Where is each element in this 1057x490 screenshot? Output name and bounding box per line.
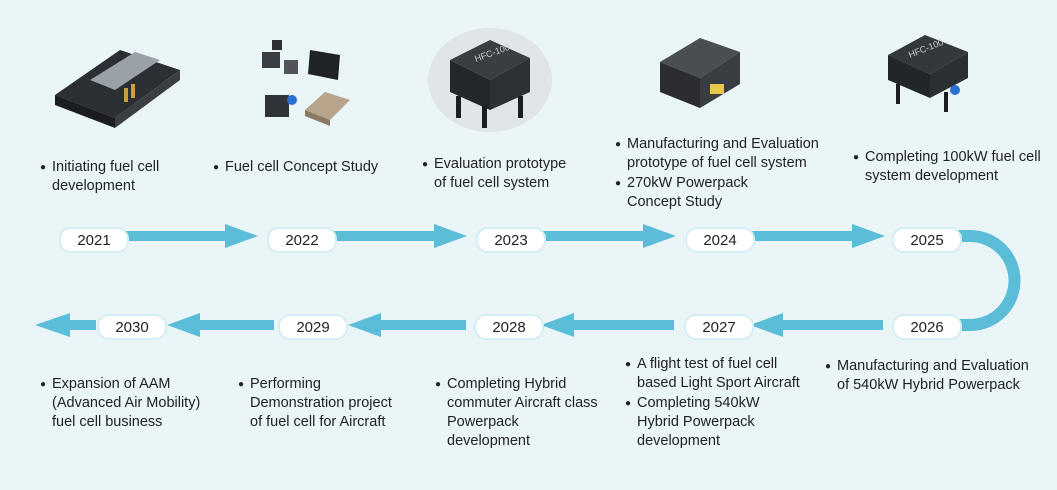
milestone-item: ● A flight test of fuel cell based Light … <box>625 355 800 393</box>
milestone-item: ● Manufacturing and Evaluation of 540kW H… <box>825 357 1029 395</box>
milestone-text: A flight test of fuel cell based Light S… <box>637 356 800 391</box>
milestone-item: ● 270kW Powerpack Concept Study <box>615 174 819 212</box>
milestone-2025: ● Completing 100kW fuel cell system devel… <box>853 148 1041 187</box>
milestone-2028: ● Completing Hybrid commuter Aircraft cla… <box>435 375 598 452</box>
milestone-item: ● Completing 100kW fuel cell system devel… <box>853 148 1041 186</box>
arrow-2028-2029 <box>348 313 466 337</box>
evaluation-prototype-image: HFC-100 <box>428 28 552 132</box>
bullet-icon: ● <box>615 139 622 150</box>
arrow-2026-2027 <box>750 313 883 337</box>
milestone-2024: ● Manufacturing and Evaluation prototype … <box>615 135 819 213</box>
fuel-cell-system-box-image <box>660 38 740 108</box>
year-pill-2021: 2021 <box>59 227 129 253</box>
milestone-text: Evaluation prototype of fuel cell system <box>434 156 567 191</box>
milestone-text: Completing Hybrid commuter Aircraft clas… <box>447 376 598 449</box>
milestone-text: Manufacturing and Evaluation of 540kW Hy… <box>837 358 1029 393</box>
milestone-item: ● Performing Demonstration project of fue… <box>238 375 392 432</box>
year-pill-2026: 2026 <box>892 314 962 340</box>
milestone-item: ● Evaluation prototype of fuel cell syste… <box>422 155 566 193</box>
bullet-icon: ● <box>238 379 245 390</box>
milestone-item: ● Completing Hybrid commuter Aircraft cla… <box>435 375 598 451</box>
milestone-2029: ● Performing Demonstration project of fue… <box>238 375 392 433</box>
year-pill-2027: 2027 <box>684 314 754 340</box>
bullet-icon: ● <box>615 178 622 189</box>
milestone-2021: ● Initiating fuel cell development <box>40 158 159 197</box>
milestone-item: ● Fuel cell Concept Study <box>213 158 378 177</box>
milestone-item: ● Manufacturing and Evaluation prototype … <box>615 135 819 173</box>
arrow-2030-end <box>35 313 96 337</box>
milestone-text: Expansion of AAM (Advanced Air Mobility)… <box>52 376 201 430</box>
arrow-2027-2028 <box>541 313 674 337</box>
milestone-text: Fuel cell Concept Study <box>225 159 379 175</box>
turn-arrow-2025-2026 <box>955 230 1021 331</box>
milestone-item: ● Initiating fuel cell development <box>40 158 159 196</box>
milestone-text: Initiating fuel cell development <box>52 159 160 194</box>
milestone-2022: ● Fuel cell Concept Study <box>213 158 378 178</box>
milestone-text: Completing 100kW fuel cell system develo… <box>865 149 1041 184</box>
arrow-2029-2030 <box>167 313 274 337</box>
bullet-icon: ● <box>853 152 860 163</box>
bullet-icon: ● <box>625 359 632 370</box>
bullet-icon: ● <box>213 162 220 173</box>
milestone-text: Manufacturing and Evaluation prototype o… <box>627 136 819 171</box>
fuel-cell-module-image <box>55 50 180 128</box>
milestone-2027: ● A flight test of fuel cell based Light … <box>625 355 800 452</box>
year-pill-2028: 2028 <box>474 314 544 340</box>
bullet-icon: ● <box>825 361 832 372</box>
arrow-2023-2024 <box>543 224 676 248</box>
year-pill-2025: 2025 <box>892 227 962 253</box>
year-pill-2029: 2029 <box>278 314 348 340</box>
bullet-icon: ● <box>625 398 632 409</box>
arrow-2022-2023 <box>334 224 467 248</box>
milestone-text: Performing Demonstration project of fuel… <box>250 376 392 430</box>
bullet-icon: ● <box>40 379 47 390</box>
bullet-icon: ● <box>422 159 429 170</box>
milestone-2030: ● Expansion of AAM (Advanced Air Mobility… <box>40 375 200 433</box>
arrow-2021-2022 <box>125 224 258 248</box>
bullet-icon: ● <box>435 379 442 390</box>
year-pill-2024: 2024 <box>685 227 755 253</box>
milestone-text: Completing 540kW Hybrid Powerpack develo… <box>637 395 760 449</box>
milestone-item: ● Completing 540kW Hybrid Powerpack devel… <box>625 394 800 451</box>
year-pill-2023: 2023 <box>476 227 546 253</box>
year-pill-2022: 2022 <box>267 227 337 253</box>
system-100kw-image: HFC-100 <box>888 35 968 112</box>
year-pill-2030: 2030 <box>97 314 167 340</box>
arrow-2024-2025 <box>752 224 885 248</box>
milestone-2023: ● Evaluation prototype of fuel cell syste… <box>422 155 566 194</box>
milestone-text: 270kW Powerpack Concept Study <box>627 175 748 210</box>
milestone-2026: ● Manufacturing and Evaluation of 540kW H… <box>825 357 1029 396</box>
bullet-icon: ● <box>40 162 47 173</box>
concept-study-parts-image <box>262 40 350 126</box>
milestone-item: ● Expansion of AAM (Advanced Air Mobility… <box>40 375 200 432</box>
